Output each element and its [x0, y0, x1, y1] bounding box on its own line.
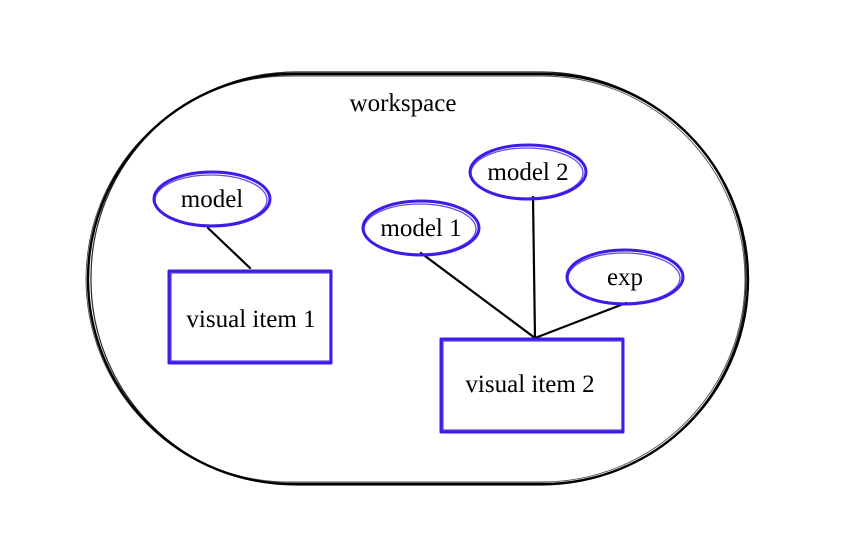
edge-model-visual1 — [206, 226, 252, 270]
node-visual-item-2-label: visual item 2 — [465, 371, 594, 398]
node-exp-label: exp — [607, 264, 643, 291]
node-model-1: model 1 — [361, 199, 481, 257]
node-model-label: model — [181, 186, 244, 213]
node-exp: exp — [565, 248, 685, 306]
node-visual-item-1: visual item 1 — [167, 269, 333, 365]
edge-model1-visual2 — [419, 251, 537, 340]
node-model-2: model 2 — [468, 143, 588, 201]
node-model-1-label: model 1 — [380, 215, 461, 242]
workspace-container — [85, 71, 750, 486]
node-visual-item-1-label: visual item 1 — [186, 306, 315, 333]
node-model-2-label: model 2 — [487, 159, 568, 186]
node-model: model — [152, 170, 272, 228]
workspace-label: workspace — [350, 90, 457, 117]
edges — [206, 195, 628, 340]
edge-model2-visual2 — [531, 195, 537, 340]
node-visual-item-2: visual item 2 — [439, 337, 625, 434]
edge-exp-visual2 — [533, 301, 628, 340]
